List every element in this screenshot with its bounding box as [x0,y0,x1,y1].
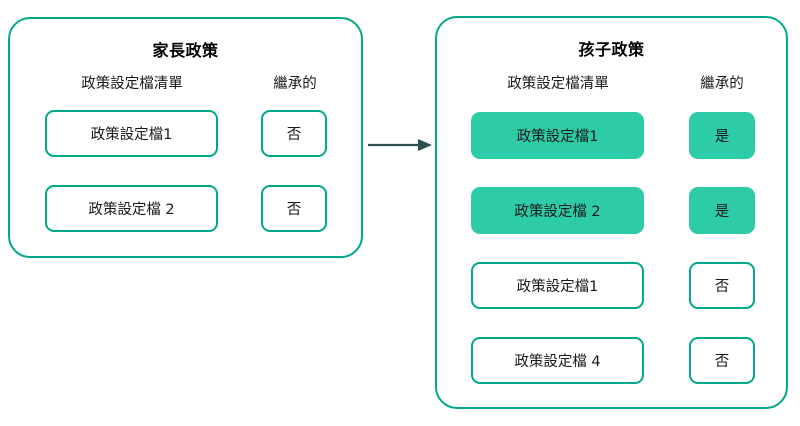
child-profiles-column-header: 政策設定檔清單 [507,76,609,92]
parent-policy-title: 家長政策 [152,41,219,60]
parent-inherited-cell-2[interactable]: 否 [261,185,327,232]
parent-profile-cell-1[interactable]: 政策設定檔1 [45,110,218,157]
child-inherited-cell-1[interactable]: 是 [689,112,755,159]
child-profile-cell-2[interactable]: 政策設定檔 2 [471,187,644,234]
child-profile-cell-1[interactable]: 政策設定檔1 [471,112,644,159]
parent-inherited-column-header: 繼承的 [273,76,317,92]
child-inherited-column-header: 繼承的 [700,76,744,92]
child-policy-title: 孩子政策 [578,40,645,59]
child-inherited-cell-4[interactable]: 否 [689,337,755,384]
child-profile-cell-3[interactable]: 政策設定檔1 [471,262,644,309]
child-inherited-cell-3[interactable]: 否 [689,262,755,309]
inheritance-arrow-icon [368,139,432,151]
parent-profile-cell-2[interactable]: 政策設定檔 2 [45,185,218,232]
child-profile-cell-4[interactable]: 政策設定檔 4 [471,337,644,384]
child-inherited-cell-2[interactable]: 是 [689,187,755,234]
parent-profiles-column-header: 政策設定檔清單 [81,76,183,92]
parent-inherited-cell-1[interactable]: 否 [261,110,327,157]
